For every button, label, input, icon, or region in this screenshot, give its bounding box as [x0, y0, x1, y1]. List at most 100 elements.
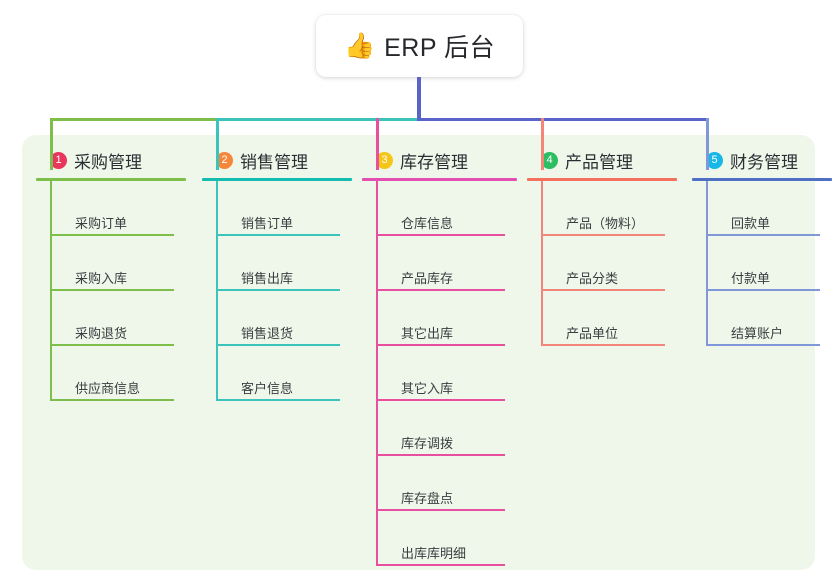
branch-item-list: 回款单付款单结算账户	[692, 181, 832, 346]
leaf-item-label: 结算账户	[731, 326, 784, 341]
leaf-item-label: 仓库信息	[401, 216, 454, 231]
leaf-item[interactable]: 供应商信息	[50, 346, 186, 401]
branch-title: 财务管理	[730, 152, 798, 172]
leaf-item[interactable]: 库存盘点	[376, 456, 517, 511]
branch-underline	[692, 178, 832, 181]
leaf-item-label: 供应商信息	[75, 381, 141, 396]
leaf-item-underline	[66, 399, 174, 401]
leaf-connector	[376, 399, 392, 401]
leaf-item-underline	[232, 234, 340, 236]
leaf-connector	[50, 344, 66, 346]
thumbs-up-icon: 👍	[343, 31, 376, 60]
leaf-item[interactable]: 销售出库	[216, 236, 352, 291]
leaf-item[interactable]: 销售订单	[216, 181, 352, 236]
leaf-item[interactable]: 采购订单	[50, 181, 186, 236]
leaf-connector	[50, 399, 66, 401]
branch-underline	[527, 178, 677, 181]
leaf-item[interactable]: 采购入库	[50, 236, 186, 291]
root-node-erp-backend[interactable]: 👍 ERP 后台	[316, 15, 523, 77]
leaf-connector	[376, 289, 392, 291]
leaf-item[interactable]: 付款单	[706, 236, 832, 291]
leaf-item-label: 出库库明细	[401, 546, 467, 561]
leaf-item[interactable]: 回款单	[706, 181, 832, 236]
leaf-connector	[50, 234, 66, 236]
connector-line	[376, 118, 379, 170]
leaf-connector	[376, 509, 392, 511]
leaf-item-label: 产品分类	[566, 271, 619, 286]
leaf-item[interactable]: 仓库信息	[376, 181, 517, 236]
leaf-item[interactable]: 出库库明细	[376, 511, 517, 566]
branch-number-badge: 1	[50, 151, 67, 169]
leaf-item-underline	[392, 454, 505, 456]
leaf-connector	[376, 454, 392, 456]
leaf-item[interactable]: 库存调拨	[376, 401, 517, 456]
leaf-item-label: 采购订单	[75, 216, 128, 231]
leaf-item-underline	[557, 289, 665, 291]
branch-spine	[706, 181, 708, 346]
connector-line	[50, 118, 219, 121]
branch-spine	[50, 181, 52, 401]
leaf-connector	[706, 234, 722, 236]
leaf-item[interactable]: 产品单位	[541, 291, 677, 346]
branch-number-badge: 3	[376, 151, 393, 169]
leaf-connector	[376, 234, 392, 236]
leaf-item-underline	[392, 564, 505, 566]
leaf-connector	[50, 289, 66, 291]
leaf-item-underline	[557, 234, 665, 236]
root-node-label: ERP 后台	[384, 34, 496, 62]
connector-line	[417, 77, 421, 121]
leaf-connector	[376, 344, 392, 346]
leaf-item[interactable]: 其它入库	[376, 346, 517, 401]
branch-number-badge: 2	[216, 151, 233, 169]
leaf-item-underline	[722, 344, 820, 346]
leaf-item-label: 采购入库	[75, 271, 128, 286]
leaf-item[interactable]: 产品分类	[541, 236, 677, 291]
branch-column-库存管理: 3 库存管理仓库信息产品库存其它出库其它入库库存调拨库存盘点出库库明细	[362, 148, 517, 566]
leaf-item-label: 库存盘点	[401, 491, 454, 506]
leaf-item-underline	[66, 289, 174, 291]
leaf-item-label: 其它出库	[401, 326, 454, 341]
leaf-item-label: 销售订单	[241, 216, 294, 231]
leaf-item-underline	[722, 234, 820, 236]
leaf-item[interactable]: 产品库存	[376, 236, 517, 291]
leaf-item-label: 库存调拨	[401, 436, 454, 451]
leaf-item-underline	[392, 234, 505, 236]
leaf-item-underline	[392, 399, 505, 401]
diagram-panel	[22, 135, 815, 570]
leaf-item-label: 客户信息	[241, 381, 294, 396]
leaf-item[interactable]: 客户信息	[216, 346, 352, 401]
leaf-item-underline	[392, 289, 505, 291]
leaf-item-label: 付款单	[731, 271, 771, 286]
branch-spine	[541, 181, 543, 346]
branch-underline	[202, 178, 352, 181]
branch-number-badge: 4	[541, 151, 558, 169]
branch-title: 库存管理	[400, 152, 468, 172]
branch-spine	[376, 181, 378, 566]
leaf-connector	[216, 344, 232, 346]
leaf-item[interactable]: 结算账户	[706, 291, 832, 346]
leaf-connector	[541, 344, 557, 346]
leaf-item[interactable]: 产品（物料）	[541, 181, 677, 236]
branch-item-list: 产品（物料） 产品分类产品单位	[527, 181, 677, 346]
leaf-item-label: 采购退货	[75, 326, 128, 341]
leaf-item-label: 销售退货	[241, 326, 294, 341]
leaf-item-underline	[232, 399, 340, 401]
connector-line	[541, 118, 544, 170]
leaf-item-underline	[392, 344, 505, 346]
leaf-item-label: 回款单	[731, 216, 771, 231]
leaf-item[interactable]: 销售退货	[216, 291, 352, 346]
branch-item-list: 采购订单采购入库采购退货供应商信息	[36, 181, 186, 401]
leaf-item[interactable]: 其它出库	[376, 291, 517, 346]
leaf-item[interactable]: 采购退货	[50, 291, 186, 346]
leaf-connector	[216, 399, 232, 401]
branch-header-库存管理[interactable]: 3 库存管理	[362, 148, 517, 172]
leaf-item-label: 产品库存	[401, 271, 454, 286]
